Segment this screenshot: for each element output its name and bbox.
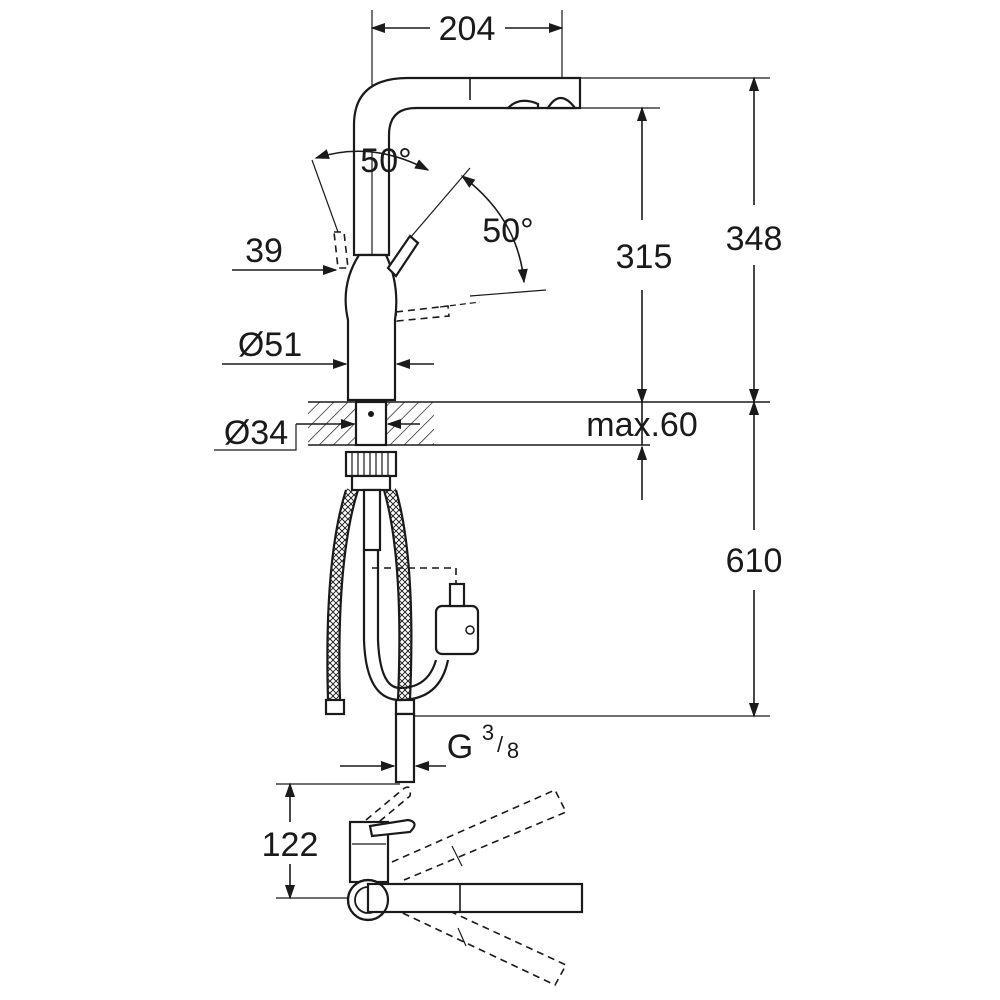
deck-thickness-label: max.60 [586,406,698,444]
thread-separator: / [497,732,504,757]
body-diameter-label: Ø51 [238,326,302,364]
deck-thickness-dimension: max.60 [586,402,698,500]
mounting-assembly [344,450,398,552]
lever-angle-right-label: 50° [482,212,533,250]
total-height-dimension: 348 [580,76,783,404]
thread-label: G [447,728,473,766]
total-height-label: 348 [726,220,783,258]
body-diameter-dimension: Ø51 [222,326,434,370]
lever-clearance-label: 122 [262,826,319,864]
lever-offset-dimension: 39 [232,232,338,276]
spout-height-label: 315 [616,238,673,276]
hole-diameter-dimension: Ø34 [214,414,420,452]
faucet-body [333,76,582,402]
hose-length-label: 610 [726,542,783,580]
lever-angle-left-label: 50° [360,142,411,180]
countertop [308,400,770,447]
spout-height-dimension: 315 [540,106,673,404]
supply-hoses [324,488,480,716]
connection-thread-dimension: G 3 / 8 [340,712,519,784]
spout-reach-label: 204 [439,10,496,48]
hose-length-dimension: 610 [404,400,783,718]
thread-numerator: 3 [482,720,494,745]
spout-reach-dimension: 204 [370,10,564,110]
side-view: 122 [262,782,584,987]
lever-angle-dimensions: 50° 50° [311,142,547,297]
thread-denominator: 8 [507,738,519,763]
hole-diameter-label: Ø34 [224,414,288,452]
lever-offset-label: 39 [245,232,283,270]
